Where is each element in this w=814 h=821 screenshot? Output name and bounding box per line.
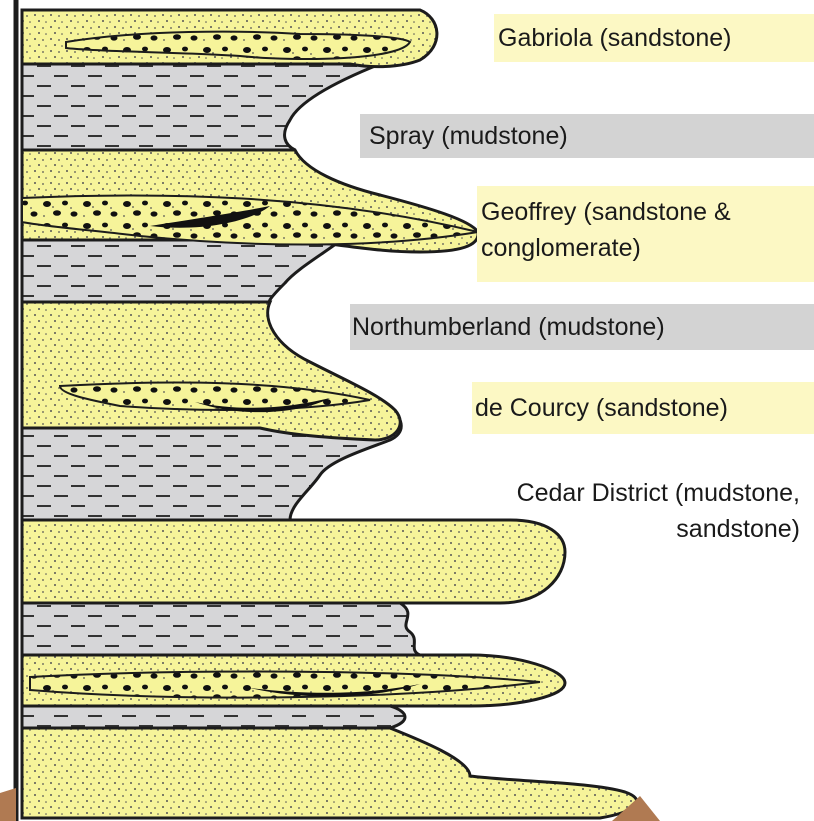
cedar-district-mudstone-bed-upper [22,603,420,655]
geoffrey-label: Geoffrey (sandstone & conglomerate) [477,186,814,282]
cedar-district-sandstone-bed-bottom [22,728,637,818]
cedar-district-label: Cedar District (mudstone, sandstone) [440,475,800,565]
de-courcy-label: de Courcy (sandstone) [472,382,814,434]
gabriola-label: Gabriola (sandstone) [494,14,814,62]
spray-mudstone-bed [22,64,380,150]
spray-label: Spray (mudstone) [360,114,814,158]
cedar-district-mudstone-bed-lower [22,706,405,728]
basement-rock [0,788,16,821]
northumberland-label: Northumberland (mudstone) [350,304,814,350]
de-courcy-sandstone-bed [22,302,400,440]
